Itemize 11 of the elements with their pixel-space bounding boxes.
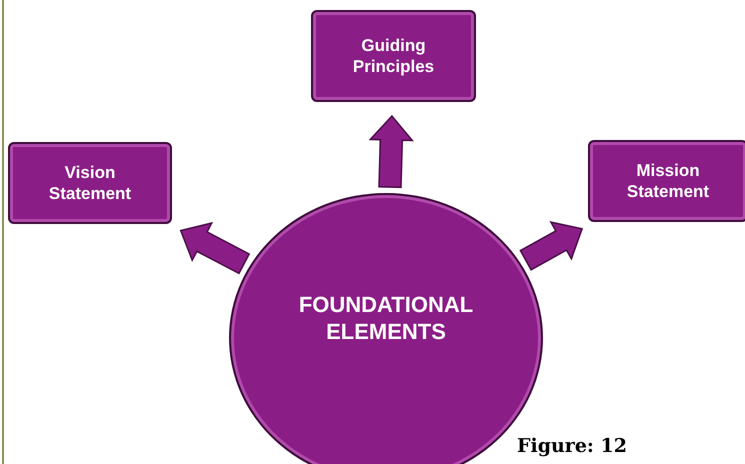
block-arrow (519, 221, 584, 271)
node-label: Mission Statement (626, 160, 710, 202)
node-label: FOUNDATIONAL ELEMENTS (298, 290, 474, 346)
block-arrow (368, 114, 414, 188)
figure-caption: Figure: 12 (517, 434, 627, 459)
concept-box (311, 10, 476, 102)
node-label: Vision Statement (48, 162, 132, 204)
concept-box (588, 140, 745, 222)
block-arrow (180, 222, 250, 274)
node-label: Guiding Principles (352, 34, 436, 78)
concept-box (8, 142, 172, 224)
